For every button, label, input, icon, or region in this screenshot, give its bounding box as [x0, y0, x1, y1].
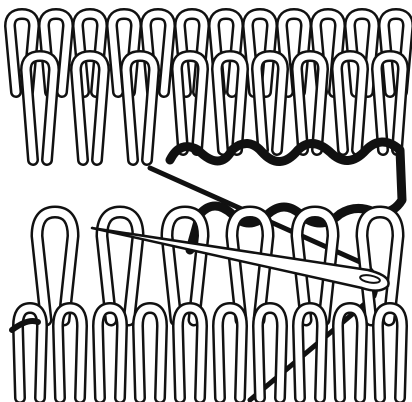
- knitting-graft-diagram: [0, 0, 412, 402]
